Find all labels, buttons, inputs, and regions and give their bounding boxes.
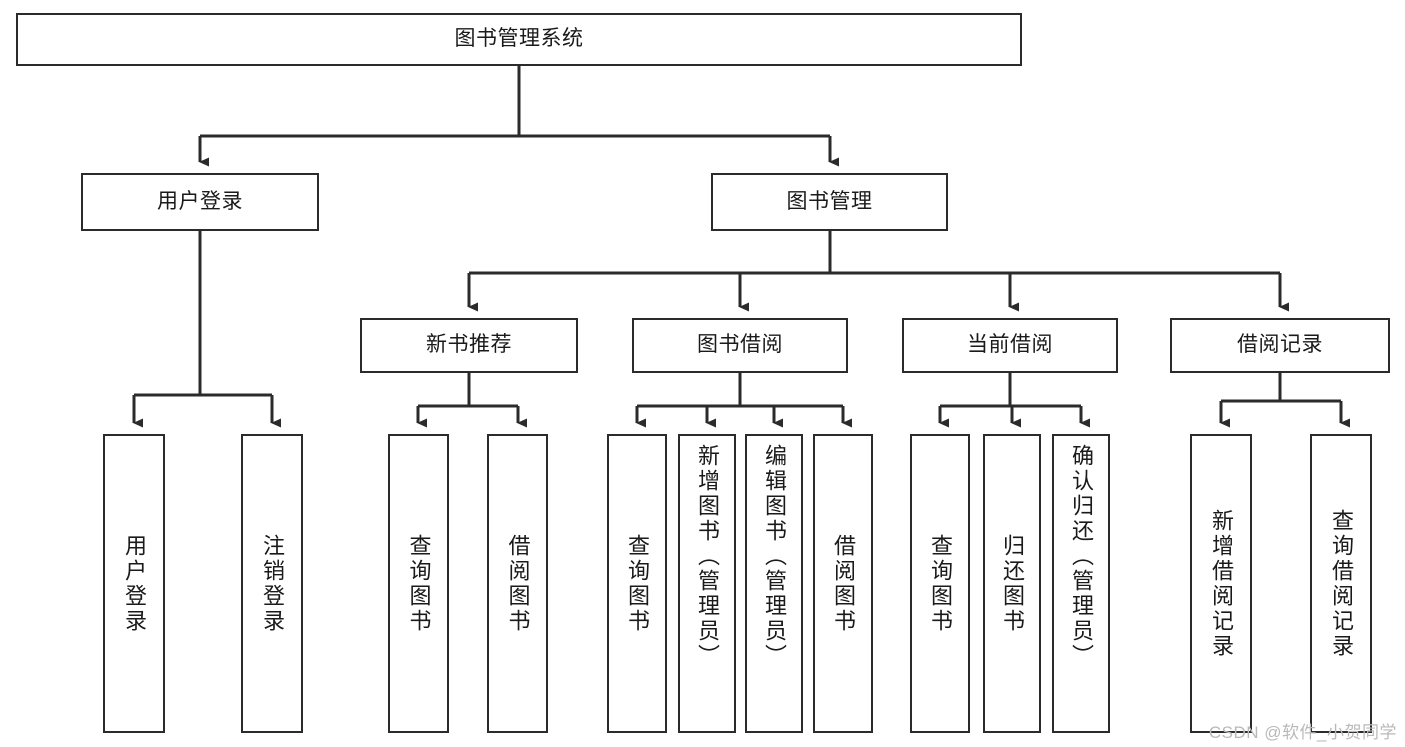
node-leaf-logout[interactable]: 注销登录 xyxy=(241,434,303,733)
node-leaf-add-record[interactable]: 新增借阅记录 xyxy=(1190,434,1252,733)
node-leaf-return-book-label: 归还图书 xyxy=(999,533,1025,634)
node-leaf-edit-book-label: 编辑图书（管理员） xyxy=(761,444,787,669)
watermark: CSDN @软件_小贺同学 xyxy=(1208,723,1397,742)
node-leaf-edit-book[interactable]: 编辑图书（管理员） xyxy=(745,434,803,733)
node-new-book-rec[interactable]: 新书推荐 xyxy=(360,318,578,373)
node-new-book-rec-label: 新书推荐 xyxy=(426,333,512,357)
node-leaf-confirm-return[interactable]: 确认归还（管理员） xyxy=(1052,434,1110,733)
node-leaf-confirm-return-label: 确认归还（管理员） xyxy=(1068,444,1094,669)
node-current-borrow[interactable]: 当前借阅 xyxy=(902,318,1118,373)
node-leaf-borrow-book-1[interactable]: 借阅图书 xyxy=(487,434,548,733)
node-leaf-return-book[interactable]: 归还图书 xyxy=(983,434,1041,733)
node-leaf-logout-label: 注销登录 xyxy=(259,533,285,634)
node-borrow-record-label: 借阅记录 xyxy=(1237,333,1323,357)
node-leaf-query-record-label: 查询借阅记录 xyxy=(1328,508,1354,659)
node-leaf-user-login-label: 用户登录 xyxy=(121,533,147,634)
node-leaf-add-book-label: 新增图书（管理员） xyxy=(694,444,720,669)
node-book-manage-label: 图书管理 xyxy=(786,189,873,213)
node-borrow-record[interactable]: 借阅记录 xyxy=(1170,318,1390,373)
node-book-borrow[interactable]: 图书借阅 xyxy=(632,318,848,373)
node-root[interactable]: 图书管理系统 xyxy=(16,13,1022,66)
node-leaf-query-book-3-label: 查询图书 xyxy=(927,533,953,634)
node-leaf-borrow-book-1-label: 借阅图书 xyxy=(505,533,531,634)
node-leaf-borrow-book-2[interactable]: 借阅图书 xyxy=(813,434,873,733)
node-leaf-query-book-1-label: 查询图书 xyxy=(406,533,432,634)
node-root-label: 图书管理系统 xyxy=(454,27,584,51)
node-book-manage[interactable]: 图书管理 xyxy=(711,173,948,231)
node-current-borrow-label: 当前借阅 xyxy=(967,333,1053,357)
node-leaf-query-book-2-label: 查询图书 xyxy=(624,533,650,634)
node-leaf-borrow-book-2-label: 借阅图书 xyxy=(830,533,856,634)
node-user-login[interactable]: 用户登录 xyxy=(81,173,319,231)
node-leaf-user-login[interactable]: 用户登录 xyxy=(103,434,165,733)
node-leaf-query-record[interactable]: 查询借阅记录 xyxy=(1310,434,1372,733)
node-user-login-label: 用户登录 xyxy=(157,189,243,213)
node-book-borrow-label: 图书借阅 xyxy=(697,333,783,357)
node-leaf-query-book-1[interactable]: 查询图书 xyxy=(388,434,449,733)
node-leaf-query-book-2[interactable]: 查询图书 xyxy=(607,434,667,733)
node-leaf-query-book-3[interactable]: 查询图书 xyxy=(910,434,970,733)
node-leaf-add-record-label: 新增借阅记录 xyxy=(1208,508,1234,659)
node-leaf-add-book[interactable]: 新增图书（管理员） xyxy=(678,434,736,733)
